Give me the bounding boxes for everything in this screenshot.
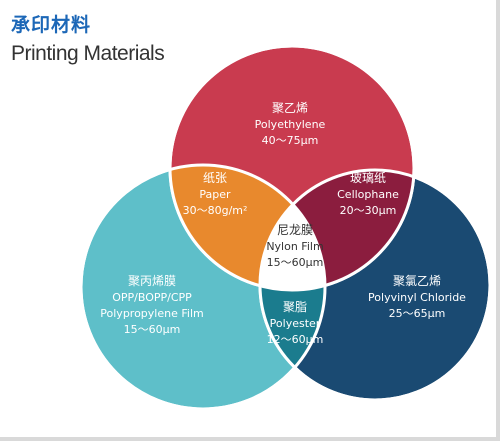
cellophane-label-cn: 玻璃纸 [350,171,386,185]
cellophane-range: 20～30μm [340,204,397,217]
opp-label-en2: Polypropylene Film [100,307,203,320]
opp-label-cn: 聚丙烯膜 [128,274,176,288]
polyester-label-en: Polyester [270,317,321,330]
pvc-label-cn: 聚氯乙烯 [393,274,441,288]
paper-range: 30～80g/m² [183,204,248,217]
opp-range: 15～60μm [124,323,181,336]
cellophane-region [260,170,414,290]
paper-label-cn: 纸张 [203,171,227,185]
polyethylene-label-cn: 聚乙烯 [272,101,308,115]
nylon-label-cn: 尼龙膜 [277,223,313,237]
opp-label-en1: OPP/BOPP/CPP [112,291,192,304]
pvc-range: 25～65μm [389,307,446,320]
title-chinese: 承印材料 [11,14,92,36]
nylon-range: 15～60μm [267,256,324,269]
polyethylene-range: 40～75μm [262,134,319,147]
polyester-range: 12～60μm [267,333,324,346]
venn-outlines [79,44,492,411]
polyethylene-label-en: Polyethylene [255,118,326,131]
paper-label-en: Paper [199,188,231,201]
title-english: Printing Materials [11,42,165,65]
cellophane-label-en: Cellophane [337,188,399,201]
nylon-label-en: Nylon Film [266,240,323,253]
polyester-label-cn: 聚脂 [283,299,307,314]
pvc-label-en: Polyvinyl Chloride [368,291,466,304]
